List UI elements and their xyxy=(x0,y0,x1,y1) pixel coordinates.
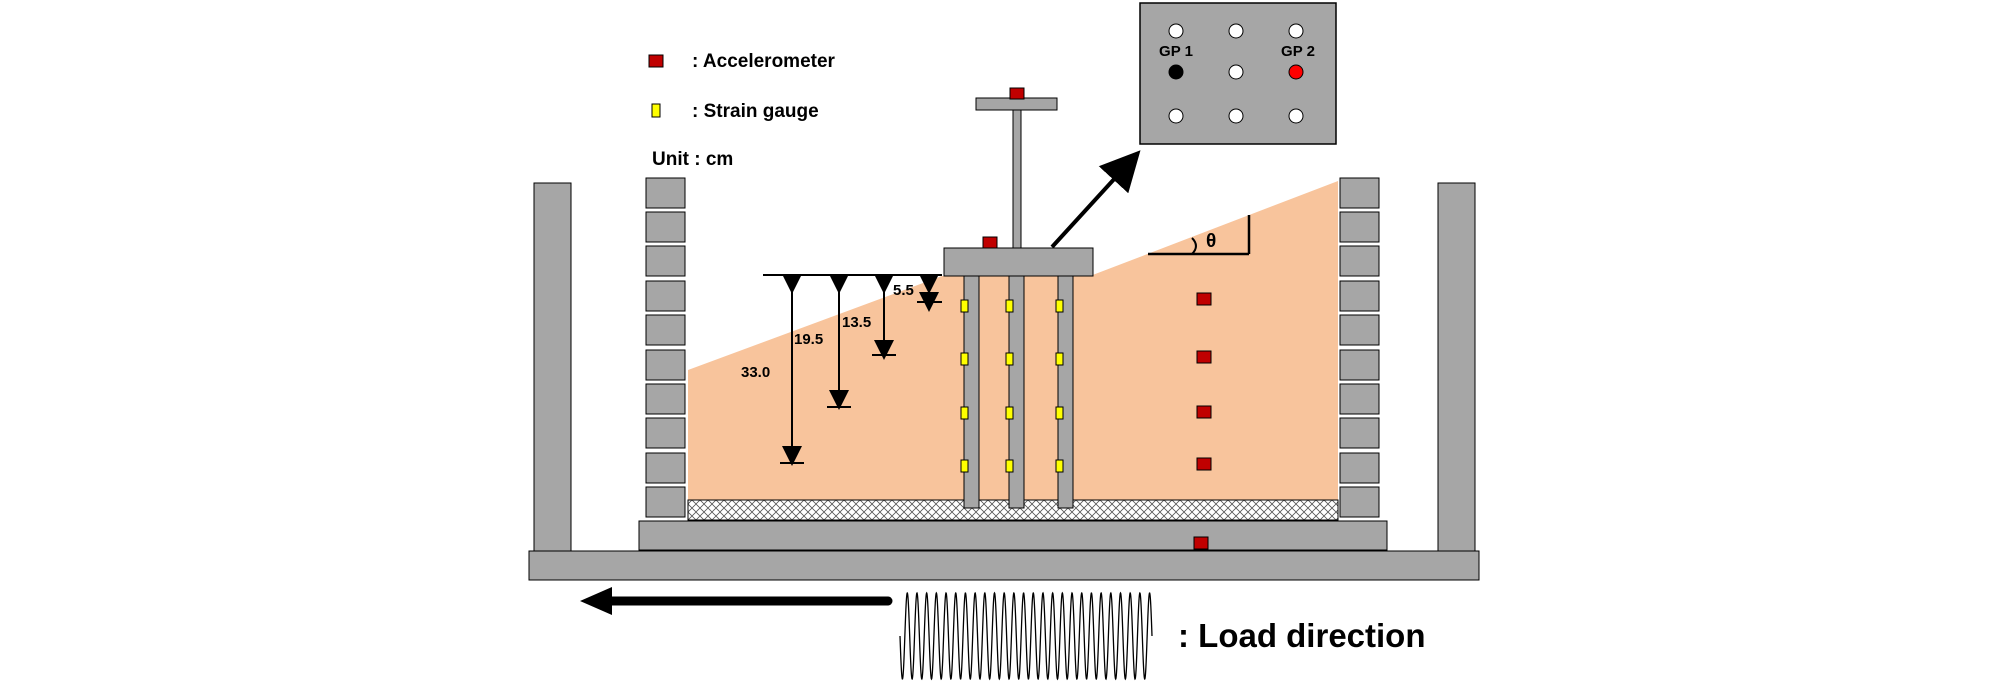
left-frame-post xyxy=(533,182,572,552)
accelerometer-pile-cap xyxy=(982,236,998,249)
accelerometer-base xyxy=(1193,536,1209,550)
gp1-marker xyxy=(1168,64,1184,80)
left-laminar-blocks xyxy=(645,177,686,518)
accelerometer-mast-top xyxy=(1009,87,1025,100)
legend-strain-gauge-icon xyxy=(651,103,661,118)
accelerometer-soil-2 xyxy=(1196,350,1212,364)
accelerometer-soil-3 xyxy=(1196,405,1212,419)
gp1-label: GP 1 xyxy=(1159,43,1193,60)
unit-label: Unit : cm xyxy=(652,149,733,170)
legend-accelerometer-icon xyxy=(648,54,664,68)
dimension-label-19-5: 19.5 xyxy=(794,331,823,348)
legend-accelerometer-label: : Accelerometer xyxy=(692,51,836,72)
slope-angle-indicator xyxy=(1148,215,1251,256)
load-direction-label: : Load direction xyxy=(1178,617,1426,654)
pile-cap xyxy=(943,247,1094,277)
load-direction-arrowhead xyxy=(580,587,612,615)
container-base-plate xyxy=(638,520,1388,551)
depth-dimensions xyxy=(763,274,942,466)
inset-pointer-arrow xyxy=(1050,150,1141,249)
load-wave-signal xyxy=(899,591,1153,681)
accelerometer-soil-4 xyxy=(1196,457,1212,471)
dimension-label-13-5: 13.5 xyxy=(842,314,871,331)
pile-layout-inset xyxy=(1139,2,1337,145)
right-frame-post xyxy=(1437,182,1476,552)
gp2-label: GP 2 xyxy=(1281,43,1315,60)
mast-rod xyxy=(1012,109,1022,249)
dimension-label-5-5: 5.5 xyxy=(893,282,914,299)
gp2-marker xyxy=(1288,64,1304,80)
dimension-label-33-0: 33.0 xyxy=(741,364,770,381)
accelerometer-soil-1 xyxy=(1196,292,1212,306)
legend-strain-gauge-label: : Strain gauge xyxy=(692,101,819,122)
accelerometers xyxy=(982,87,1212,550)
slope-angle-label: θ xyxy=(1206,231,1216,252)
strain-gauges xyxy=(960,299,1064,473)
right-laminar-blocks xyxy=(1339,177,1380,518)
shaking-table-base xyxy=(528,550,1480,581)
mast-top-plate xyxy=(975,97,1058,111)
